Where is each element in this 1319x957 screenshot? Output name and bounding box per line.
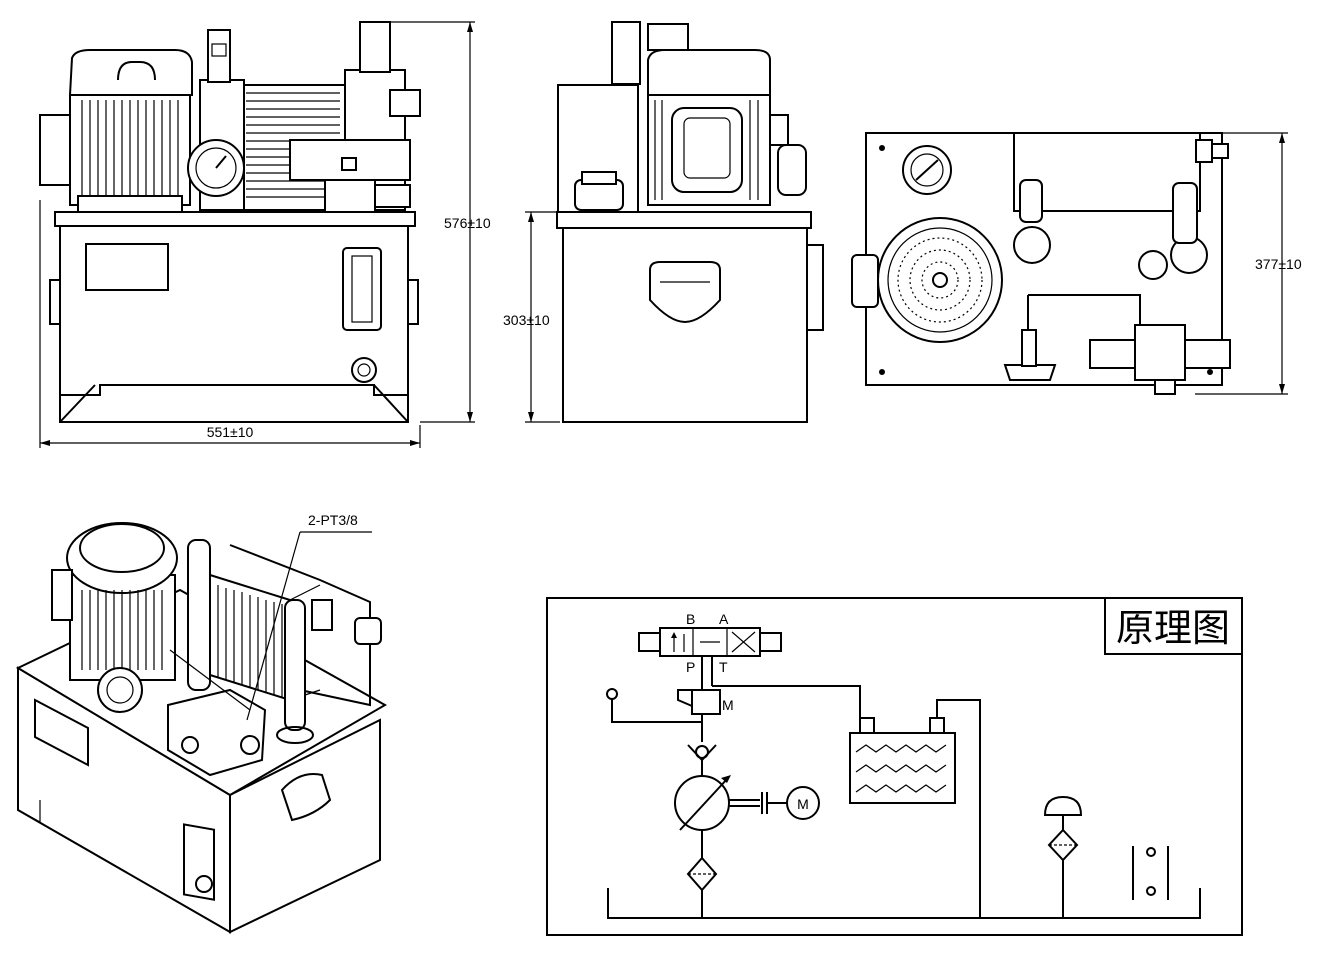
schematic-frame [546,597,1243,936]
relief-label: M [722,697,734,713]
front-nameplate [85,243,169,291]
top-motor-fan [877,217,1003,343]
check-valve [695,745,709,759]
cooler-symbol [849,732,956,804]
side-motor [647,94,771,206]
iso-valve-block [167,688,267,777]
front-width-dimension: 551±10 [207,424,254,440]
top-depth-dimension: 377±10 [1255,256,1302,272]
top-view [851,132,1231,395]
top-suction-filter [1003,364,1057,381]
valve-port-b: B [686,611,695,627]
pump-symbol [674,775,730,831]
iso-level-gauge [183,823,215,901]
iso-view: 2-PT3/8 [15,512,388,934]
front-dimensions: 551±10 576±10 [39,21,491,448]
iso-tank-side [229,718,381,934]
relief-valve [691,689,721,715]
port-callout: 2-PT3/8 [308,512,358,528]
drain-plug [351,357,377,383]
front-height-dimension: 576±10 [444,215,491,231]
front-tank [59,221,409,423]
front-view [39,21,421,423]
valve-port-t: T [719,659,728,675]
valve-port-p: P [686,659,695,675]
valve-port-a: A [719,611,729,627]
top-filler-cap [902,145,952,195]
breather-symbol [1043,795,1083,816]
level-gauge [342,247,382,331]
gauge-symbol [606,688,618,700]
schematic-title: 原理图 [1116,606,1230,650]
motor-symbol [786,786,820,820]
schematic-title-box [1104,597,1243,655]
front-tank-lid [54,211,416,227]
side-handle [649,261,721,324]
top-cooler [1013,132,1201,212]
side-view [556,21,824,423]
motor-label: M [797,796,809,812]
side-height-dimension: 303±10 [503,312,550,328]
suction-filter [686,856,718,892]
side-dimensions: 303±10 [503,211,560,423]
schematic: 原理图 B A P T M [546,597,1243,936]
side-tank [562,225,808,423]
top-dimensions: 377±10 [1195,132,1302,395]
reservoir-line [607,888,1201,919]
